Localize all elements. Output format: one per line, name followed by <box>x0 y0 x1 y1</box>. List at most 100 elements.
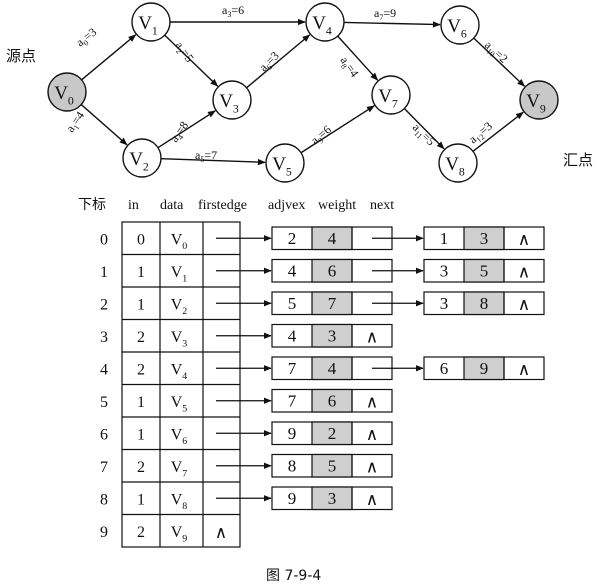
edge-label-name: a <box>222 3 228 17</box>
next-null: ∧ <box>366 393 378 412</box>
in-degree: 2 <box>137 524 145 541</box>
source-label: 源点 <box>6 47 36 65</box>
row-index: 9 <box>100 524 108 541</box>
edge-node-adjvex: 9 <box>288 424 297 443</box>
graph: a0=3a1=4a3=6a2=5a4=8a5=7a6=3a7=9a8=4a9=6… <box>6 2 593 183</box>
vertex-label-v3: V3 <box>219 91 239 116</box>
edge-node-weight: 6 <box>328 262 337 281</box>
row-index: 6 <box>100 426 108 443</box>
in-degree: 1 <box>137 296 145 313</box>
edge-node-adjvex: 3 <box>440 294 449 313</box>
edge-node-weight: 4 <box>328 359 337 378</box>
edge-node-weight: 9 <box>480 359 489 378</box>
next-null: ∧ <box>366 458 378 477</box>
next-null: ∧ <box>366 328 378 347</box>
edge-node-weight: 3 <box>328 327 337 346</box>
edge-v2-v3 <box>157 110 216 149</box>
edge-node-weight: 5 <box>480 262 489 281</box>
edge-node-weight: 5 <box>328 457 337 476</box>
vertex-label-v3-text: V <box>219 91 233 112</box>
vertex-v1 <box>131 2 171 42</box>
edge-label: a0=3 <box>73 25 100 51</box>
vertex-v0 <box>47 72 87 112</box>
vertex-data: V6 <box>171 426 188 447</box>
in-degree: 0 <box>137 231 145 248</box>
edge-node-adjvex: 5 <box>288 294 297 313</box>
vertex-data-subscript: 6 <box>182 436 187 447</box>
vertex-data: V3 <box>171 329 188 350</box>
edge-node-adjvex: 4 <box>288 262 297 281</box>
vertex-label-v8-subscript: 8 <box>459 166 465 179</box>
vertex-label-v3-subscript: 3 <box>233 103 239 116</box>
edge-label-subscript: 11 <box>412 129 424 141</box>
vertex-label-v6: V6 <box>447 16 467 41</box>
vertex-data-subscript: 3 <box>182 339 187 350</box>
edge-label: a5=7 <box>195 148 217 164</box>
vertex-label-v2-text: V <box>129 149 143 170</box>
header-weight: weight <box>318 198 356 213</box>
edge-label: a11=5 <box>408 120 438 150</box>
next-null: ∧ <box>518 230 530 249</box>
edge-label-subscript: 0 <box>82 38 91 48</box>
edge-node-adjvex: 7 <box>288 392 297 411</box>
edge-node-weight: 3 <box>480 229 489 248</box>
vertex-label-v0: V0 <box>54 83 74 108</box>
edge-node-weight: 4 <box>328 229 337 248</box>
vertex-data-subscript: 1 <box>182 274 187 285</box>
vertex-label-v1-subscript: 1 <box>152 25 158 38</box>
edge-label-subscript: 8 <box>339 62 349 70</box>
vertex-data-subscript: 4 <box>182 371 187 382</box>
edge-node-adjvex: 9 <box>288 489 297 508</box>
edge-node-adjvex: 2 <box>288 229 297 248</box>
edge-v0-v2 <box>80 104 128 146</box>
next-null: ∧ <box>518 295 530 314</box>
vertex-data: V2 <box>171 296 188 317</box>
edge-label-subscript: 9 <box>317 136 326 145</box>
edge-v2-v5 <box>160 157 266 166</box>
edge-label-subscript: 4 <box>176 133 186 141</box>
header-in: in <box>128 198 139 213</box>
vertex-data-text: V <box>171 231 183 248</box>
vertex-label-v1-text: V <box>138 13 152 34</box>
edge-label-subscript: 12 <box>475 132 487 144</box>
header-next: next <box>370 198 394 213</box>
vertex-data: V1 <box>171 264 188 285</box>
row-index: 7 <box>100 459 108 476</box>
vertex-data-text: V <box>171 491 183 508</box>
edge-label: a7=9 <box>374 6 396 22</box>
vertex-data-text: V <box>171 296 183 313</box>
vertex-v9 <box>519 80 559 120</box>
edge-label-subscript: 7 <box>379 13 383 22</box>
vertex-data: V5 <box>171 394 188 415</box>
vertex-data-subscript: 5 <box>182 404 187 415</box>
vertex-label-v5-text: V <box>272 154 286 175</box>
figure-caption: 图 7-9-4 <box>266 568 321 584</box>
edge-label-name: a <box>374 6 380 20</box>
vertex-data-subscript: 2 <box>182 306 187 317</box>
edge-node-weight: 3 <box>328 489 337 508</box>
row-index: 5 <box>100 394 108 411</box>
firstedge-null: ∧ <box>215 523 227 542</box>
vertex-label-v1: V1 <box>138 13 158 38</box>
edge-label-subscript: 2 <box>174 47 184 55</box>
vertex-v2 <box>122 138 162 178</box>
vertex-label-v4: V4 <box>312 13 332 38</box>
vertex-data: V7 <box>171 459 188 480</box>
edge-label-weight: =6 <box>231 3 244 17</box>
header-data: data <box>160 198 184 213</box>
vertex-label-v4-text: V <box>312 13 326 34</box>
vertex-label-v7-subscript: 7 <box>392 98 398 111</box>
row-index: 0 <box>100 231 108 248</box>
vertex-data-subscript: 8 <box>182 501 187 512</box>
vertex-label-v2-subscript: 2 <box>143 161 149 174</box>
edge-label-weight: =7 <box>204 148 217 162</box>
row-index: 1 <box>100 264 108 281</box>
